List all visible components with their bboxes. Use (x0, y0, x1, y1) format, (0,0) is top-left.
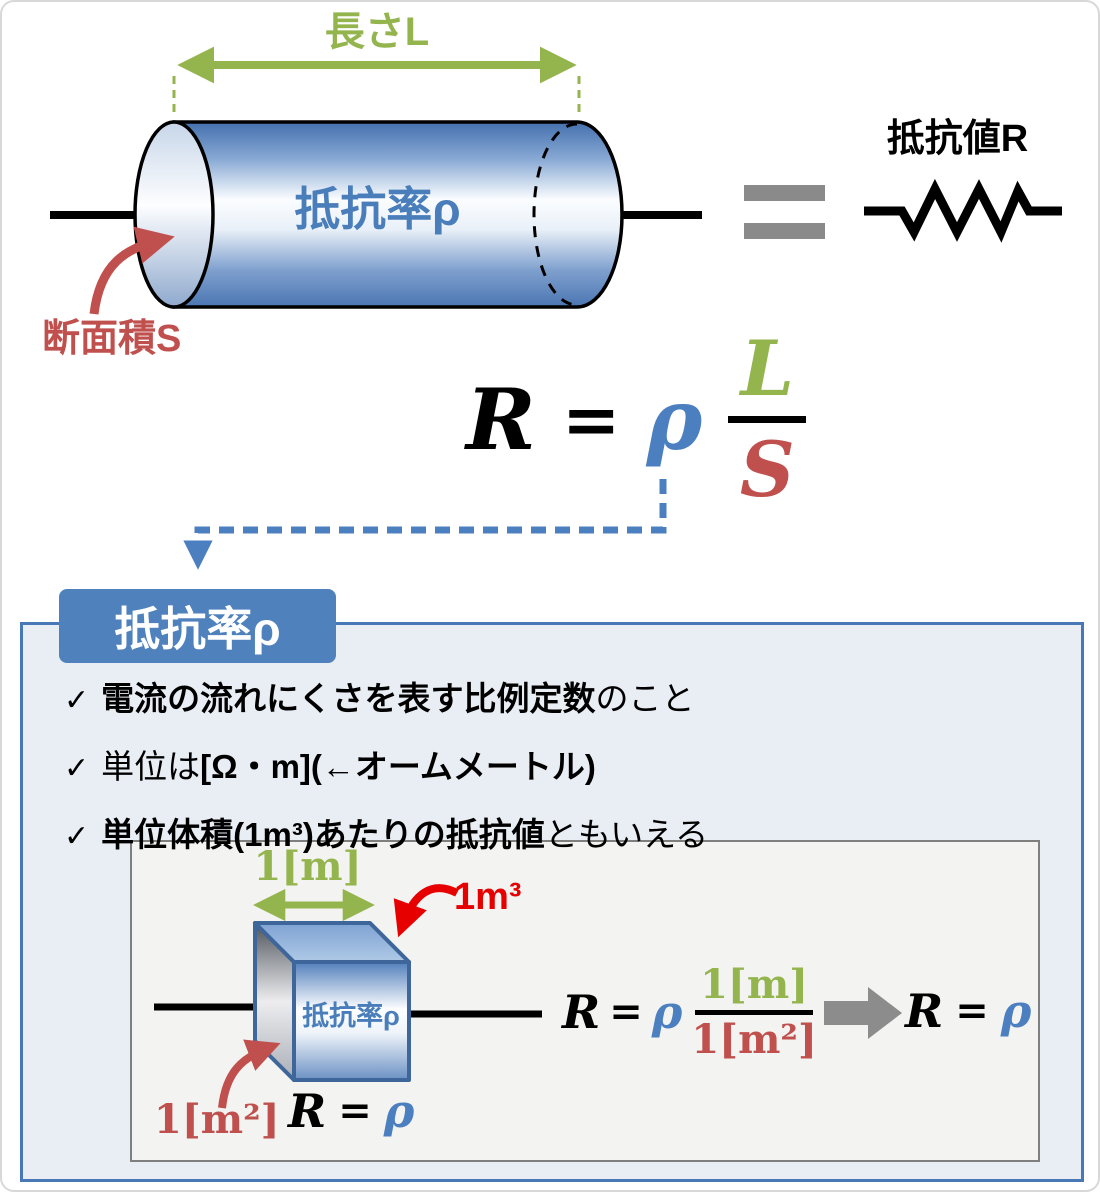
unit-area-pointer-arrow (218, 1039, 281, 1109)
formula-lhs: R (288, 1084, 327, 1138)
bullet-unit: ✓ 単位は [Ω・m](←オームメートル) (64, 740, 708, 788)
bullet-text: 単位は (101, 748, 201, 785)
formula-fraction: L S (728, 324, 807, 514)
formula-rho: ρ (651, 985, 683, 1039)
result-block-arrow (824, 987, 902, 1039)
resistance-value-label: 抵抗値R (886, 118, 1029, 160)
formula-equals: = (955, 987, 989, 1034)
formula-equals: = (338, 1087, 372, 1134)
formula-equals: = (609, 988, 643, 1035)
formula-denominator: 1[m²] (691, 1015, 817, 1063)
resistor-symbol (864, 178, 1062, 243)
rho-connector-arrow (183, 479, 667, 570)
unit-area-label: 1[m²] (154, 1096, 280, 1143)
formula-equals: = (561, 377, 621, 461)
formula-lhs: R (562, 985, 601, 1039)
formula-rho: ρ (646, 369, 703, 469)
formula-rho: ρ (383, 1084, 415, 1138)
result-formula: R = ρ (905, 988, 1031, 1034)
check-icon: ✓ (64, 752, 90, 785)
bullet-text-bold: 単位体積(1m³)あたりの抵抗値 (101, 816, 545, 853)
length-dimension-arrow (172, 46, 581, 118)
bullet-text-bold: 電流の流れにくさを表す比例定数 (101, 680, 596, 717)
check-icon: ✓ (64, 684, 90, 717)
panel-header: 抵抗率ρ (59, 589, 336, 663)
cube-resistivity-label: 抵抗率ρ (302, 1001, 400, 1031)
formula-lhs: R (466, 369, 536, 469)
cube-formula: R = ρ (288, 1088, 414, 1134)
fraction-bar (728, 416, 807, 423)
area-pointer-arrow (89, 226, 175, 315)
formula-denominator: S (739, 425, 795, 514)
check-icon: ✓ (64, 820, 90, 853)
unit-fraction-formula: R = ρ 1[m] 1[m²] (562, 954, 817, 1070)
equals-sign (744, 185, 825, 239)
formula-numerator: L (740, 324, 795, 413)
bullet-list: ✓ 電流の流れにくさを表す比例定数 のこと ✓ 単位は [Ω・m](←オームメー… (64, 672, 708, 856)
formula-lhs: R (905, 984, 944, 1038)
cross-section-area-label: 断面積S (42, 318, 182, 360)
unit-length-label: 1[m] (253, 843, 362, 890)
volume-pointer-arrow (393, 884, 459, 938)
bullet-text: のこと (595, 680, 695, 717)
cylinder-resistivity-label: 抵抗率ρ (294, 183, 461, 235)
formula-fraction: 1[m] 1[m²] (691, 960, 817, 1063)
bullet-volume: ✓ 単位体積(1m³)あたりの抵抗値 ともいえる (64, 808, 708, 856)
fraction-bar (695, 1009, 814, 1015)
bullet-text: ともいえる (544, 816, 709, 853)
unit-volume-label: 1m³ (454, 876, 522, 918)
main-formula: R = ρ L S (466, 312, 807, 527)
length-label: 長さL (324, 10, 430, 54)
bullet-definition: ✓ 電流の流れにくさを表す比例定数 のこと (64, 672, 708, 720)
bullet-text-bold: [Ω・m](←オームメートル) (200, 748, 596, 785)
formula-rho: ρ (1000, 984, 1032, 1038)
formula-numerator: 1[m] (700, 960, 809, 1008)
